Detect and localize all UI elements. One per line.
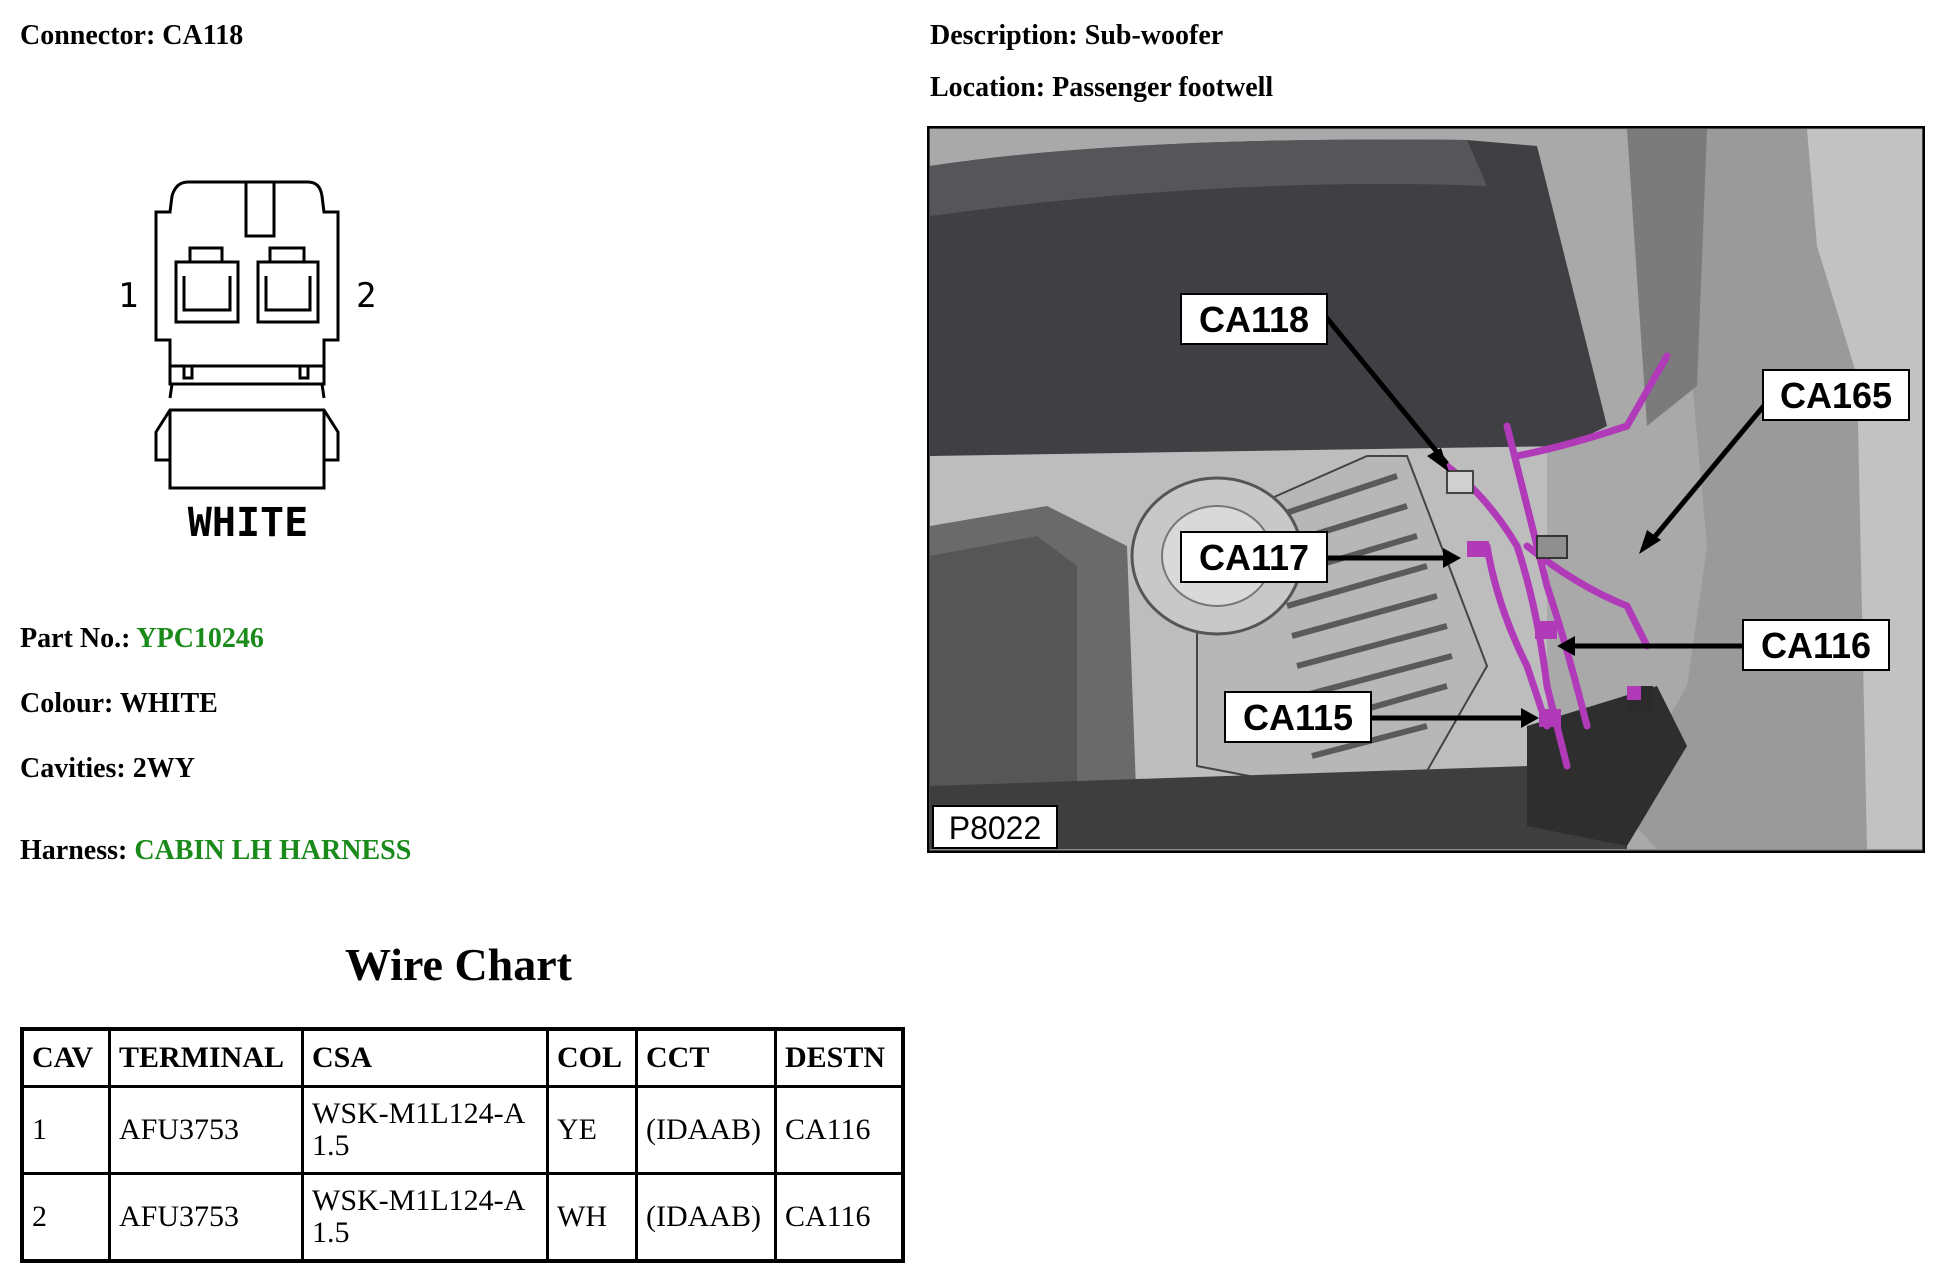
part-no-label: Part No.: [20, 623, 131, 654]
callout-ca117: CA117 [1180, 531, 1461, 583]
wire-chart-title: Wire Chart [345, 939, 572, 990]
cell-cct: (IDAAB) [635, 1172, 777, 1263]
cavities-field: Cavities: 2WY [20, 753, 195, 785]
photo-reference: P8022 [932, 805, 1058, 849]
cell-cct: (IDAAB) [635, 1085, 777, 1175]
cell-csa-size: 1.5 [312, 1129, 350, 1162]
colour-field: Colour: WHITE [20, 688, 218, 720]
cell-cav: 2 [20, 1172, 111, 1263]
header-terminal: TERMINAL [108, 1027, 304, 1088]
callout-ca165: CA165 [1639, 369, 1910, 554]
colour-value: WHITE [119, 688, 218, 719]
cell-csa: WSK-M1L124-A 1.5 [301, 1172, 549, 1263]
cell-terminal: AFU3753 [108, 1085, 304, 1175]
location-field: Location: Passenger footwell [930, 72, 1273, 104]
cell-destn: CA116 [774, 1172, 905, 1263]
cell-cav: 1 [20, 1085, 111, 1175]
header-csa: CSA [301, 1027, 549, 1088]
harness-link[interactable]: CABIN LH HARNESS [134, 835, 412, 866]
cell-csa-size: 1.5 [312, 1216, 350, 1249]
cell-terminal: AFU3753 [108, 1172, 304, 1263]
cell-col: WH [546, 1172, 638, 1263]
description-value: Sub-woofer [1084, 20, 1224, 51]
cell-csa: WSK-M1L124-A 1.5 [301, 1085, 549, 1175]
cavities-label: Cavities: [20, 753, 126, 784]
location-value: Passenger footwell [1052, 72, 1274, 103]
callout-ca118: CA118 [1180, 292, 1449, 472]
table-row: 1 AFU3753 WSK-M1L124-A 1.5 YE (IDAAB) CA… [20, 1085, 905, 1175]
part-no-field: Part No.: YPC10246 [20, 623, 264, 655]
callout-ca116-text: CA116 [1761, 625, 1871, 666]
connector-label: Connector: [20, 20, 156, 51]
description-label: Description: [930, 20, 1078, 51]
callout-ca116: CA116 [1557, 619, 1890, 671]
header-cav: CAV [20, 1027, 111, 1088]
pin-2-label: 2 [356, 276, 376, 316]
part-no-link[interactable]: YPC10246 [136, 623, 264, 654]
harness-field: Harness: CABIN LH HARNESS [20, 835, 411, 867]
table-row: 2 AFU3753 WSK-M1L124-A 1.5 WH (IDAAB) CA… [20, 1172, 905, 1263]
callout-ca115-text: CA115 [1243, 697, 1353, 738]
colour-label: Colour: [20, 688, 114, 719]
callout-ca115: CA115 [1224, 691, 1539, 743]
connector-face-diagram: 1 2 WHITE [120, 180, 376, 546]
wire-chart-table: CAV TERMINAL CSA COL CCT DESTN 1 AFU3753… [20, 1027, 905, 1263]
location-photo: CA118 CA165 CA117 CA116 CA115 P8022 [927, 126, 1925, 853]
cavities-value: 2WY [132, 753, 195, 784]
cell-csa-spec: WSK-M1L124-A [312, 1097, 526, 1130]
cell-col: YE [546, 1085, 638, 1175]
callout-ca118-text: CA118 [1199, 299, 1309, 340]
cell-csa-spec: WSK-M1L124-A [312, 1184, 526, 1217]
header-destn: DESTN [774, 1027, 905, 1088]
harness-label: Harness: [20, 835, 128, 866]
callout-ca117-text: CA117 [1199, 537, 1309, 578]
header-cct: CCT [635, 1027, 777, 1088]
table-header-row: CAV TERMINAL CSA COL CCT DESTN [20, 1027, 905, 1088]
pin-1-label: 1 [120, 276, 138, 316]
description-field: Description: Sub-woofer [930, 20, 1223, 52]
location-label: Location: [930, 72, 1046, 103]
photo-reference-text: P8022 [949, 810, 1042, 846]
connector-value: CA118 [162, 20, 244, 51]
connector-colour-caption: WHITE [188, 500, 308, 546]
header-col: COL [546, 1027, 638, 1088]
connector-field: Connector: CA118 [20, 20, 243, 52]
callout-ca165-text: CA165 [1780, 375, 1892, 416]
cell-destn: CA116 [774, 1085, 905, 1175]
